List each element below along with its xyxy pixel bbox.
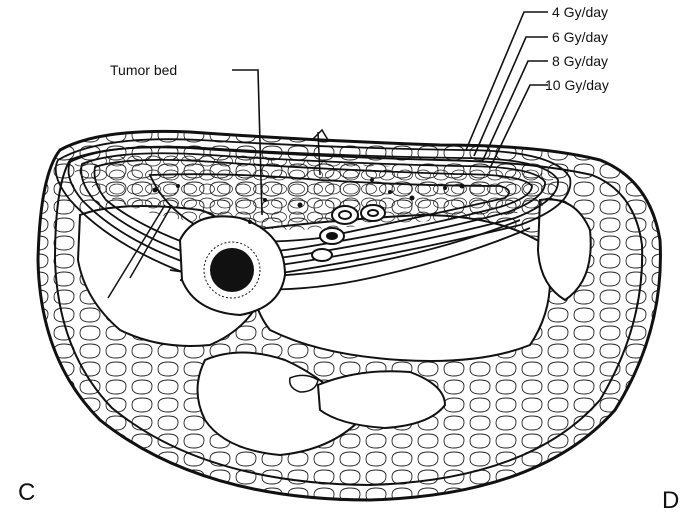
- isodose-label-8: 8 Gy/day: [552, 53, 608, 69]
- tumor-bed-label: Tumor bed: [110, 62, 177, 78]
- isodose-label-4: 4 Gy/day: [552, 4, 608, 20]
- isodose-label-10: 10 Gy/day: [545, 77, 609, 93]
- panel-label-c: C: [18, 479, 35, 506]
- panel-label-d: D: [662, 487, 679, 514]
- isodose-label-6: 6 Gy/day: [552, 29, 608, 45]
- isodose-leaders: [466, 12, 548, 168]
